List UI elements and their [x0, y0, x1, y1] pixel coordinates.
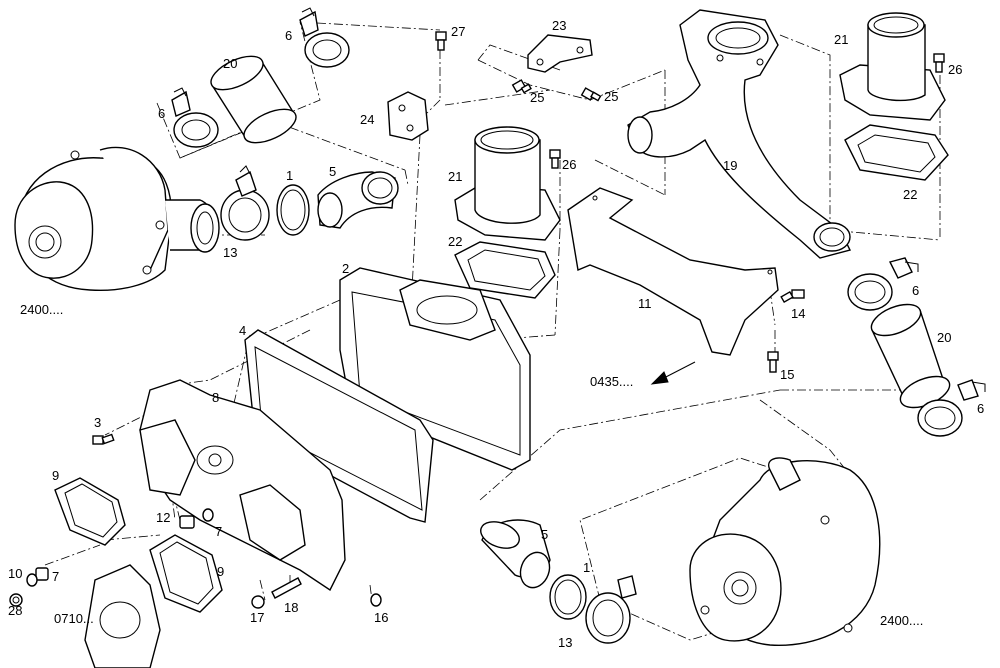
screw-26-left [549, 149, 561, 169]
callout-15: 15 [780, 367, 794, 382]
callout-1: 1 [286, 168, 293, 183]
callout-18: 18 [284, 600, 298, 615]
reference-labels: 2400.... 0435.... 0710... 2400.... [20, 302, 923, 628]
screw-15 [767, 351, 779, 373]
reference-0710: 0710... [54, 611, 94, 626]
callout-21: 21 [834, 32, 848, 47]
callout-6: 6 [977, 401, 984, 416]
turbocharger-left [14, 146, 220, 292]
plug-12 [179, 515, 195, 529]
clamp-6-top-b [171, 87, 219, 148]
clamp-6-right-lower [917, 379, 986, 437]
gasket-22-right [844, 124, 949, 181]
callout-13: 13 [223, 245, 237, 260]
callout-9: 9 [52, 468, 59, 483]
direction-arrow-0435 [650, 361, 696, 385]
screw-14 [780, 289, 805, 304]
gasket-22-left [454, 241, 556, 299]
clamp-6-top-a [299, 7, 350, 68]
elbow-5-left [317, 171, 399, 229]
manifold-19 [627, 9, 852, 259]
callout-26: 26 [562, 157, 576, 172]
crossbeam-11 [567, 187, 779, 356]
callout-6: 6 [285, 28, 292, 43]
clamp-13-left [220, 165, 270, 241]
callout-3: 3 [94, 415, 101, 430]
callout-22: 22 [903, 187, 917, 202]
callout-16: 16 [374, 610, 388, 625]
washer-7-upper [202, 508, 214, 522]
hose-20-top [210, 55, 297, 144]
clamp-6-right-upper [847, 257, 919, 311]
callout-25: 25 [530, 90, 544, 105]
reference-0435: 0435.... [590, 374, 633, 389]
stud-18 [271, 577, 302, 599]
reference-2400-left: 2400.... [20, 302, 63, 317]
callout-labels: 27 23 6 20 25 25 6 24 21 26 19 1 5 26 21… [8, 18, 984, 650]
plug-10 [35, 567, 49, 581]
cover-8 [139, 379, 346, 592]
housing-21-right [839, 12, 946, 121]
callout-9: 9 [217, 564, 224, 579]
callout-10: 10 [8, 566, 22, 581]
callout-6: 6 [158, 106, 165, 121]
reference-2400-right: 2400.... [880, 613, 923, 628]
screw-3 [92, 433, 115, 445]
nut-28 [9, 593, 23, 607]
cover-0710 [84, 564, 161, 668]
callout-19: 19 [723, 158, 737, 173]
callout-1: 1 [583, 560, 590, 575]
elbow-5-lower [480, 519, 551, 589]
gasket-9-left [54, 477, 126, 546]
screw-26-right [933, 53, 945, 73]
screw-27 [435, 31, 447, 51]
callout-13: 13 [558, 635, 572, 650]
callout-14: 14 [791, 306, 805, 321]
callout-20: 20 [223, 56, 237, 71]
callout-8: 8 [212, 390, 219, 405]
o-ring-1-lower [549, 574, 587, 620]
callout-27: 27 [451, 24, 465, 39]
bracket-23 [527, 34, 593, 73]
callout-20: 20 [937, 330, 951, 345]
o-ring-1-left [276, 184, 310, 236]
callout-4: 4 [239, 323, 246, 338]
callout-26: 26 [948, 62, 962, 77]
callout-21: 21 [448, 169, 462, 184]
callout-11: 11 [638, 296, 652, 311]
screw-25-a [511, 79, 532, 94]
washer-7-lower [26, 573, 38, 587]
bracket-24 [387, 91, 429, 141]
callout-6: 6 [912, 283, 919, 298]
callout-12: 12 [156, 510, 170, 525]
callout-5: 5 [541, 527, 548, 542]
gasket-9-right [149, 534, 223, 613]
turbocharger-right [689, 457, 881, 646]
screw-25-b [580, 87, 602, 102]
clamp-13-lower [585, 575, 637, 644]
callout-25: 25 [604, 89, 618, 104]
nut-17 [251, 595, 265, 609]
callout-24: 24 [360, 112, 374, 127]
callout-17: 17 [250, 610, 264, 625]
callout-23: 23 [552, 18, 566, 33]
callout-28: 28 [8, 603, 22, 618]
callout-5: 5 [329, 164, 336, 179]
housing-21-left [454, 126, 561, 241]
callout-22: 22 [448, 234, 462, 249]
callout-7: 7 [52, 569, 59, 584]
callout-2: 2 [342, 261, 349, 276]
nut-16 [370, 593, 382, 607]
hose-20-right [870, 303, 951, 409]
callout-7: 7 [215, 524, 222, 539]
